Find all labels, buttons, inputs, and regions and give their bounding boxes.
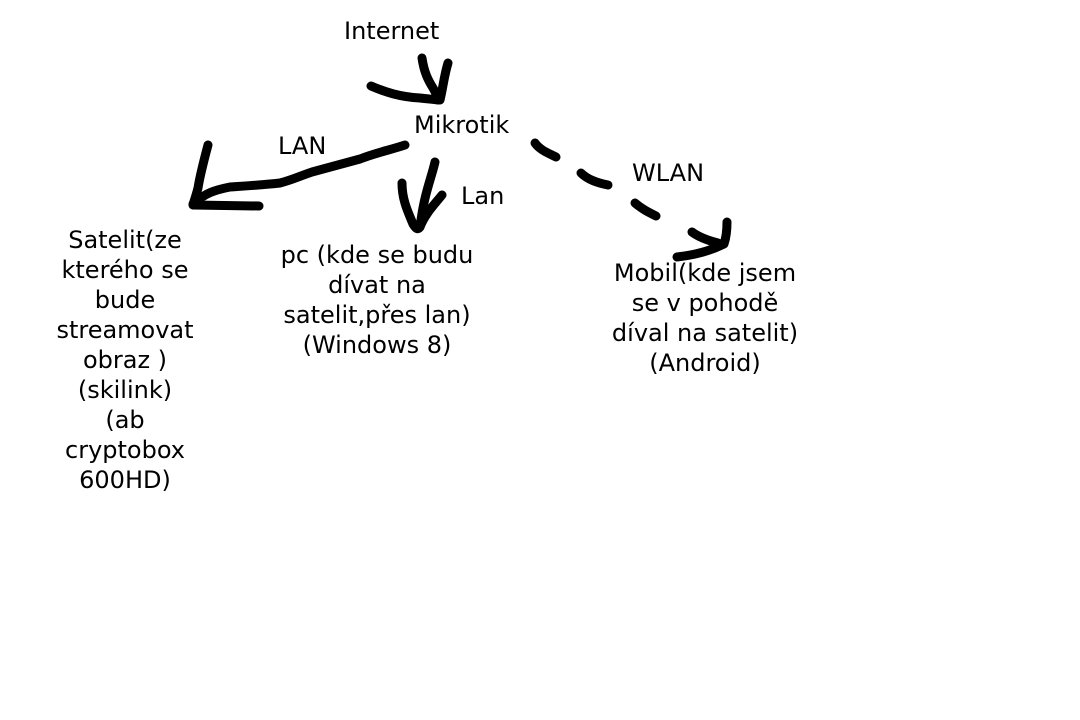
satellite-line: 600HD) bbox=[79, 466, 171, 494]
satellite-line: kterého se bbox=[61, 256, 189, 284]
wlan-mobile-dash-1 bbox=[530, 138, 561, 162]
mobile-line: Mobil(kde jsem bbox=[613, 259, 797, 287]
pc-node: pc (kde se budu dívat na satelit,přes la… bbox=[247, 240, 507, 360]
lan-pc-edge-label: Lan bbox=[461, 182, 505, 210]
satellite-line: streamovat bbox=[56, 316, 194, 344]
lan-satellite-edge-label: LAN bbox=[278, 132, 327, 160]
pc-line: satelit,přes lan) bbox=[283, 301, 471, 329]
wlan-mobile-dash-2 bbox=[576, 168, 613, 190]
wlan-mobile-arrow-head bbox=[672, 217, 732, 262]
mobile-line: díval na satelit) bbox=[611, 319, 799, 347]
satellite-line: obraz ) bbox=[82, 346, 168, 374]
satellite-line: (ab bbox=[105, 406, 145, 434]
lan-satellite-arrow-shaft bbox=[188, 140, 410, 209]
pc-line: (Windows 8) bbox=[302, 331, 452, 359]
satellite-line: cryptobox bbox=[65, 436, 185, 464]
wlan-mobile-dash-4 bbox=[687, 227, 723, 248]
satellite-line: bude bbox=[94, 286, 156, 314]
satellite-line: (skilink) bbox=[77, 376, 173, 404]
pc-line: dívat na bbox=[328, 271, 426, 299]
mikrotik-label: Mikrotik bbox=[414, 111, 510, 139]
internet-arrow-head bbox=[366, 58, 453, 105]
satellite-node: Satelit(ze kterého se bude streamovat ob… bbox=[20, 225, 230, 495]
wlan-mobile-dash-3 bbox=[630, 198, 661, 221]
internet-arrow-shaft bbox=[417, 53, 443, 105]
wlan-mobile-edge-label: WLAN bbox=[632, 159, 705, 187]
mobile-line: se v pohodě bbox=[631, 289, 779, 317]
internet-label: Internet bbox=[344, 17, 440, 45]
pc-line: pc (kde se budu bbox=[280, 241, 474, 269]
mobile-node: Mobil(kde jsem se v pohodě díval na sate… bbox=[580, 258, 830, 378]
satellite-line: Satelit(ze bbox=[68, 226, 182, 254]
lan-pc-arrow-head bbox=[397, 178, 447, 234]
lan-satellite-arrow-head bbox=[188, 140, 264, 211]
mobile-line: (Android) bbox=[649, 349, 761, 377]
